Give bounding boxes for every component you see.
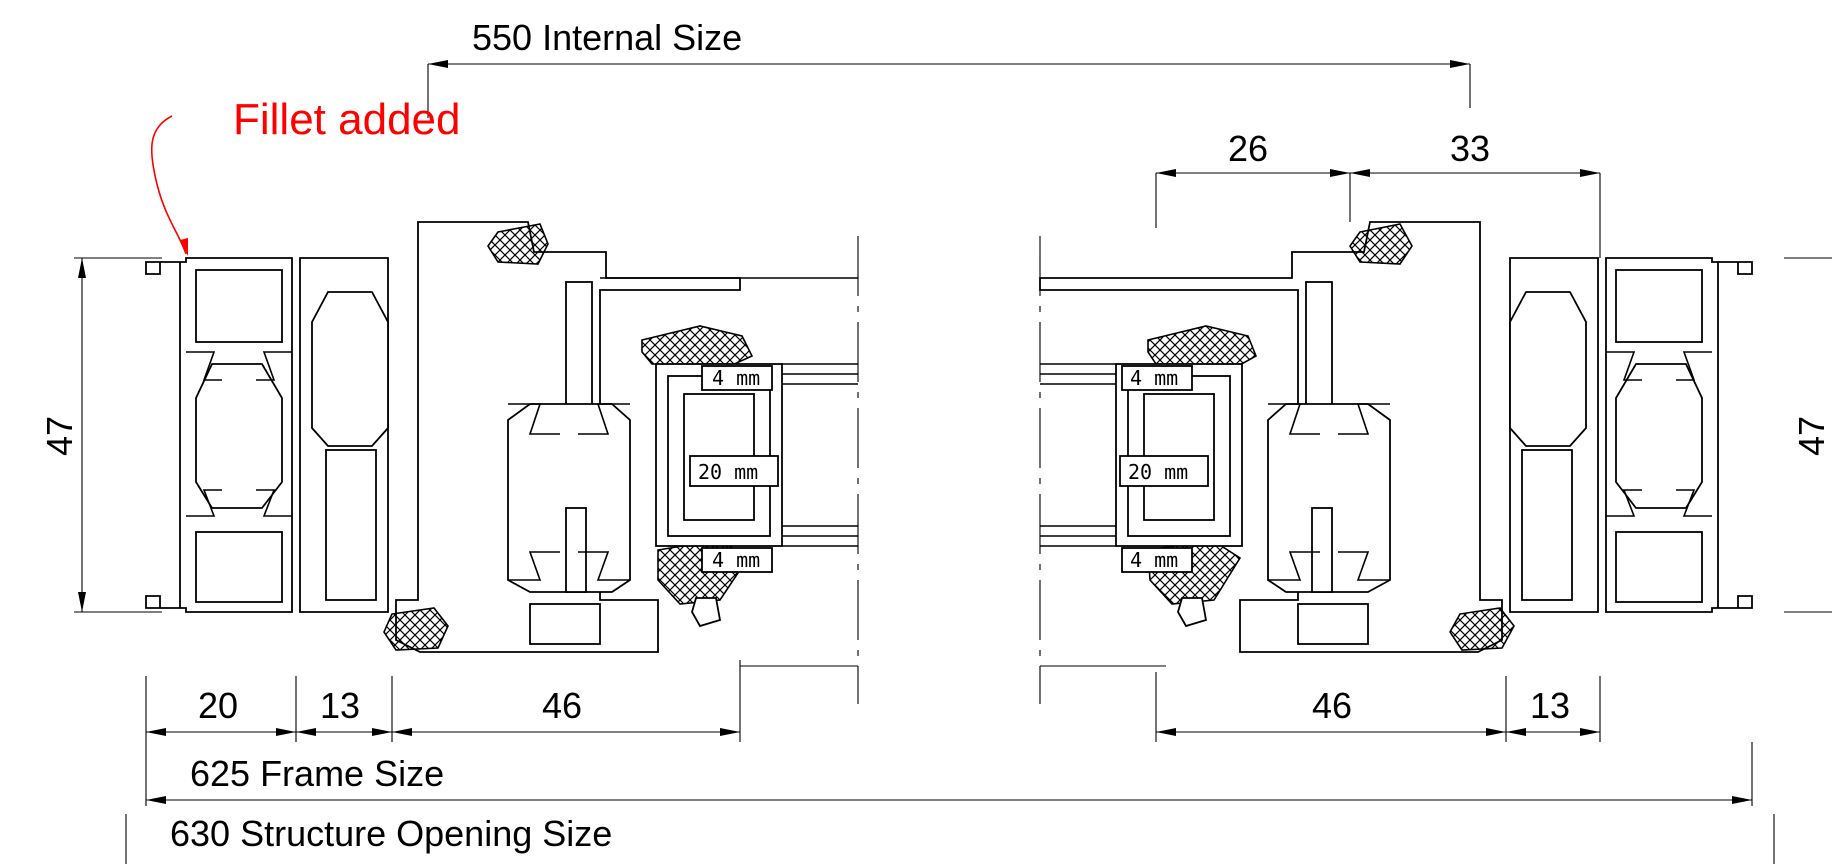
glass-tag-left-bottom: 4 mm <box>712 548 760 572</box>
glass-tag-right-mid: 20 mm <box>1128 460 1188 484</box>
right-sash-dim-label: 46 <box>1312 685 1352 726</box>
right-mid-dim-label: 13 <box>1530 685 1570 726</box>
left-profile-assembly <box>145 221 858 653</box>
height-right-label: 47 <box>1791 416 1832 456</box>
fillet-arrowhead <box>180 238 188 256</box>
left-mid-dim-label: 13 <box>320 685 360 726</box>
glass-tag-left-top: 4 mm <box>712 366 760 390</box>
glass-tag-right-top: 4 mm <box>1130 366 1178 390</box>
glass-tag-left-mid: 20 mm <box>698 460 758 484</box>
top-dim-26-label: 26 <box>1228 128 1268 169</box>
dimension-lines <box>74 60 1832 864</box>
internal-size-label: 550 Internal Size <box>472 17 742 58</box>
fillet-annotation: Fillet added <box>150 95 460 256</box>
frame-size-label: 625 Frame Size <box>190 753 444 794</box>
glass-tags: 4 mm 20 mm 4 mm 4 mm 20 mm 4 mm <box>689 365 1209 573</box>
fillet-leader-arrow <box>150 115 187 255</box>
left-sash-dim-label: 46 <box>542 685 582 726</box>
top-dim-33-label: 33 <box>1450 128 1490 169</box>
right-profile-assembly <box>1039 221 1753 653</box>
height-left-label: 47 <box>39 416 80 456</box>
left-outer-dim-label: 20 <box>198 685 238 726</box>
glass-tag-right-bottom: 4 mm <box>1130 548 1178 572</box>
fillet-note: Fillet added <box>233 95 460 144</box>
dimension-labels: 550 Internal Size 26 33 47 47 20 13 46 4… <box>39 17 1832 854</box>
opening-size-label: 630 Structure Opening Size <box>170 813 612 854</box>
